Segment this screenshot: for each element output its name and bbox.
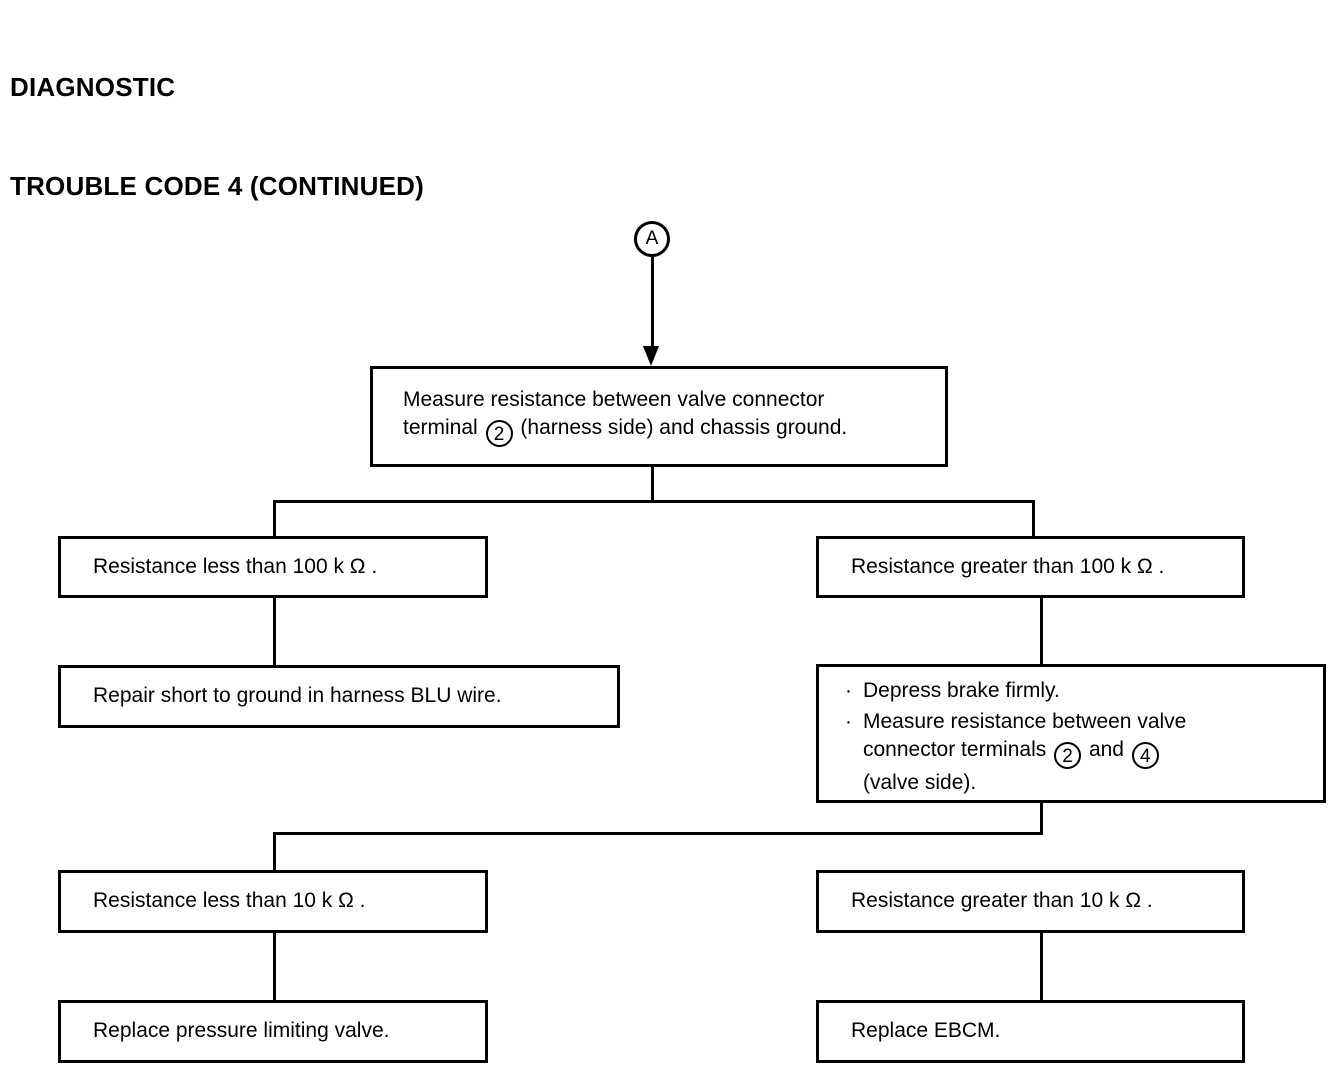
node-measure-harness: Measure resistance between valve connect…	[370, 366, 948, 467]
connector-line-bullets-down	[1040, 803, 1043, 835]
connector-line-measure-down	[651, 467, 654, 503]
bullet-item-depress-brake-label: Depress brake firmly.	[863, 679, 1060, 702]
bullet-item-depress-brake: · Depress brake firmly.	[845, 677, 1309, 706]
connector-line-split-1-right	[1032, 500, 1035, 539]
node-measure-harness-line2-post: (harness side) and chassis ground.	[520, 416, 848, 440]
connector-line-greater10-down	[1040, 933, 1043, 1003]
terminal-4-circle-icon: 4	[1131, 742, 1159, 770]
node-repair-short-to-ground-label: Repair short to ground in harness BLU wi…	[93, 684, 502, 708]
node-resistance-less-100k-label: Resistance less than 100 k Ω .	[93, 554, 378, 578]
connector-line-less10-down	[273, 933, 276, 1003]
node-resistance-greater-100k-label: Resistance greater than 100 k Ω .	[851, 554, 1165, 578]
node-replace-pressure-limiting-valve-label: Replace pressure limiting valve.	[93, 1019, 390, 1043]
node-resistance-greater-100k: Resistance greater than 100 k Ω .	[816, 536, 1245, 598]
node-repair-short-to-ground: Repair short to ground in harness BLU wi…	[58, 665, 620, 728]
bullet-item-measure-resistance-line1: Measure resistance between valve	[863, 709, 1187, 733]
bullet-item-measure-resistance-line3: (valve side).	[863, 771, 977, 795]
bullet-item-measure-resistance: · Measure resistance between valve conne…	[845, 708, 1309, 798]
node-measure-harness-line1: Measure resistance between valve connect…	[403, 387, 825, 411]
connector-a-circle: A	[634, 221, 670, 257]
terminal-2-circle-icon: 2	[485, 420, 513, 448]
bullet-icon: ·	[845, 679, 852, 702]
arrowhead-icon	[643, 346, 659, 366]
page-title: DIAGNOSTIC TROUBLE CODE 4 (CONTINUED)	[10, 4, 424, 237]
node-resistance-less-10k: Resistance less than 10 k Ω .	[58, 870, 488, 933]
bullet-item-measure-resistance-line2-pre: connector terminals	[863, 738, 1047, 762]
connector-line-split-2-left	[273, 832, 276, 873]
bullet-item-measure-resistance-conjunction: and	[1088, 738, 1124, 762]
node-replace-pressure-limiting-valve: Replace pressure limiting valve.	[58, 1000, 488, 1063]
connector-line-split-1	[273, 500, 1035, 503]
connector-line-less100-down	[273, 598, 276, 668]
connector-line-greater100-down	[1040, 598, 1043, 667]
node-resistance-less-100k: Resistance less than 100 k Ω .	[58, 536, 488, 598]
page-title-line-1: DIAGNOSTIC	[10, 71, 176, 102]
node-depress-brake-measure: · Depress brake firmly. · Measure resist…	[816, 664, 1326, 803]
connector-line-split-1-left	[273, 500, 276, 539]
node-resistance-less-10k-label: Resistance less than 10 k Ω .	[93, 889, 366, 913]
node-resistance-greater-10k: Resistance greater than 10 k Ω .	[816, 870, 1245, 933]
connector-line-a-to-measure	[651, 257, 654, 349]
node-replace-ebcm-label: Replace EBCM.	[851, 1019, 1001, 1043]
bullet-icon: ·	[845, 709, 852, 733]
connector-line-split-2	[273, 832, 1043, 835]
terminal-2-circle-icon: 2	[1054, 742, 1082, 770]
node-resistance-greater-10k-label: Resistance greater than 10 k Ω .	[851, 889, 1153, 913]
connector-a-label: A	[645, 228, 659, 249]
node-replace-ebcm: Replace EBCM.	[816, 1000, 1245, 1063]
page-title-line-2: TROUBLE CODE 4 (CONTINUED)	[10, 171, 424, 202]
node-measure-harness-line2-pre: terminal	[403, 416, 478, 440]
